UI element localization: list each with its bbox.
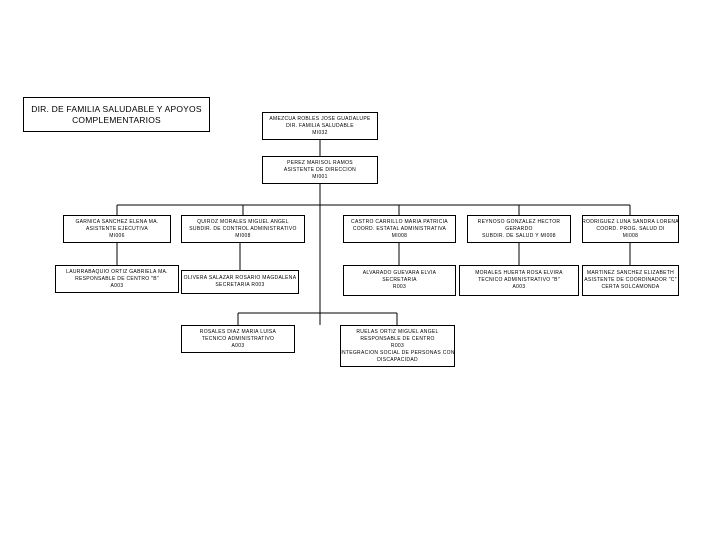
node-l2-c-role: SECRETARIA: [382, 277, 417, 283]
node-l3-b-role: RESPONSABLE DE CENTRO: [360, 335, 435, 342]
node-l1-d: REYNOSO GONZALEZ HECTOR GERARDO SUBDIR. …: [467, 215, 571, 243]
department-title-line1: DIR. DE FAMILIA SALUDABLE Y APOYOS: [31, 103, 202, 114]
node-director-role: DIR. FAMILIA SALUDABLE: [286, 122, 354, 129]
node-l3-a-code: A003: [231, 342, 245, 349]
node-l3-b-name: RUELAS ORTIZ MIGUEL ANGEL: [356, 328, 439, 335]
node-l2-e-code: CERTA SOLCAMONDA: [601, 284, 660, 290]
node-l3-b: RUELAS ORTIZ MIGUEL ANGEL RESPONSABLE DE…: [340, 325, 455, 367]
node-l1-b: QUIROZ MORALES MIGUEL ANGEL SUBDIR. DE C…: [181, 215, 305, 243]
node-l1-a: GARNICA SANCHEZ ELENA MA. ASISTENTE EJEC…: [63, 215, 171, 243]
node-l1-d-role: GERARDO: [505, 225, 533, 232]
department-title-line2: COMPLEMENTARIOS: [72, 114, 161, 125]
department-title: DIR. DE FAMILIA SALUDABLE Y APOYOS COMPL…: [23, 97, 210, 132]
node-l2-e-role: ASISTENTE DE COORDINADOR "C": [584, 277, 677, 283]
node-l2-d-code: A003: [512, 284, 526, 290]
node-l3-b-area-cont: DISCAPACIDAD: [377, 356, 418, 363]
node-l2-b-role: SECRETARIA R003: [215, 282, 265, 288]
node-l1-e-code: MI008: [622, 232, 639, 239]
node-assistant-code: MI001: [312, 173, 328, 180]
node-l2-b: OLIVERA SALAZAR ROSARIO MAGDALENA SECRET…: [181, 270, 299, 294]
node-l1-c-role: COORD. ESTATAL ADMINISTRATIVA: [352, 225, 447, 232]
node-l3-a-role: TECNICO ADMINISTRATIVO: [201, 335, 275, 342]
node-l2-e: MARTINEZ SANCHEZ ELIZABETH ASISTENTE DE …: [582, 265, 679, 296]
node-l1-a-name: GARNICA SANCHEZ ELENA MA.: [75, 218, 159, 225]
node-l1-e: RODRIGUEZ LUNA SANDRA LORENA COORD. PROG…: [582, 215, 679, 243]
node-l1-c-code: MI008: [391, 232, 408, 239]
node-l1-b-name: QUIROZ MORALES MIGUEL ANGEL: [197, 218, 289, 225]
node-l2-a-role: RESPONSABLE DE CENTRO "B": [75, 275, 159, 282]
node-l1-e-name: RODRIGUEZ LUNA SANDRA LORENA: [582, 218, 679, 225]
node-l2-d-role: TECNICO ADMINISTRATIVO "B": [478, 277, 560, 283]
node-l2-e-name: MARTINEZ SANCHEZ ELIZABETH: [586, 270, 675, 276]
node-l2-d: MORALES HUERTA ROSA ELVIRA TECNICO ADMIN…: [459, 265, 579, 296]
node-assistant: PEREZ MARISOL RAMOS ASISTENTE DE DIRECCI…: [262, 156, 378, 184]
node-l1-b-code: MI008: [235, 232, 251, 239]
node-l2-a-name: LAURRABAQUIO ORTIZ GABRIELA MA.: [66, 268, 168, 275]
node-assistant-name: PEREZ MARISOL RAMOS: [287, 159, 353, 166]
node-l2-c: ALVARADO GUEVARA ELVIA SECRETARIA R003: [343, 265, 456, 296]
node-l2-a: LAURRABAQUIO ORTIZ GABRIELA MA. RESPONSA…: [55, 265, 179, 293]
node-l1-e-role: COORD. PROG. SALUD DI: [596, 225, 665, 232]
node-l3-a: ROSALES DIAZ MARIA LUISA TECNICO ADMINIS…: [181, 325, 295, 353]
node-assistant-role: ASISTENTE DE DIRECCION: [283, 166, 357, 173]
node-l2-c-code: R003: [392, 284, 407, 290]
node-l2-b-name: OLIVERA SALAZAR ROSARIO MAGDALENA: [183, 275, 297, 281]
node-l2-d-name: MORALES HUERTA ROSA ELVIRA: [475, 270, 563, 276]
node-l3-b-code: R003: [390, 342, 405, 349]
node-director-name: AMEZCUA ROBLES JOSE GUADALUPE: [269, 115, 371, 122]
node-l2-a-code: A003: [110, 282, 124, 289]
node-l1-c-name: CASTRO CARRILLO MARIA PATRICIA: [351, 218, 448, 225]
node-director-code: MI032: [312, 129, 328, 136]
node-l1-d-name: REYNOSO GONZALEZ HECTOR: [477, 218, 561, 225]
node-l1-a-role: ASISTENTE EJECUTIVA: [85, 225, 148, 232]
node-l2-c-name: ALVARADO GUEVARA ELVIA: [362, 270, 437, 276]
node-l1-d-code: SUBDIR. DE SALUD Y MI008: [482, 232, 556, 239]
node-l3-b-area: INTEGRACION SOCIAL DE PERSONAS CON: [340, 349, 455, 356]
node-l1-a-code: MI006: [109, 232, 125, 239]
node-l1-c: CASTRO CARRILLO MARIA PATRICIA COORD. ES…: [343, 215, 456, 243]
node-l3-a-name: ROSALES DIAZ MARIA LUISA: [199, 328, 277, 335]
node-director: AMEZCUA ROBLES JOSE GUADALUPE DIR. FAMIL…: [262, 112, 378, 140]
node-l1-b-role: SUBDIR. DE CONTROL ADMINISTRATIVO: [189, 225, 297, 232]
